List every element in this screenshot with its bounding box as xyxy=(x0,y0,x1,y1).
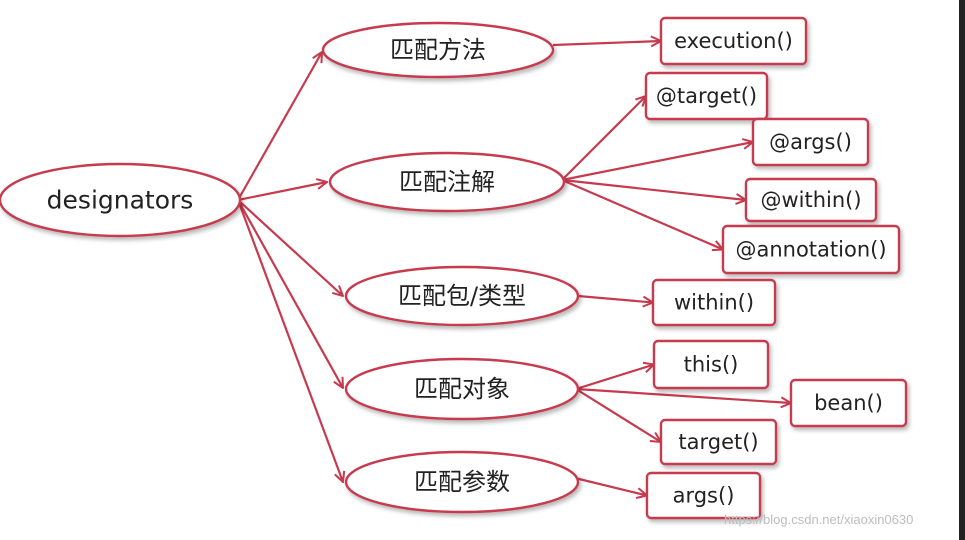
edge-root-to-category-1 xyxy=(237,52,322,201)
leaf-node-target xyxy=(659,418,778,466)
leaf-node-label-this: this() xyxy=(684,353,739,377)
leaf-node-label-within: @within() xyxy=(760,188,861,212)
category-node-label-4: 匹配对象 xyxy=(414,375,510,403)
leaf-node-target xyxy=(644,71,769,121)
edge-root-to-category-3 xyxy=(237,199,343,296)
edge-to-within xyxy=(577,294,653,303)
leaf-node-label-args: args() xyxy=(673,484,735,508)
leaf-node-label-target: @target() xyxy=(656,84,757,108)
edge-to-this xyxy=(575,365,654,391)
edge-to-target xyxy=(575,388,661,442)
leaf-node-annotation xyxy=(721,224,901,275)
leaf-node-within xyxy=(744,177,878,223)
edge-to-args xyxy=(574,476,647,496)
edge-root-to-category-2 xyxy=(237,182,327,202)
category-node-label-5: 匹配参数 xyxy=(414,468,510,496)
edge-to-execution xyxy=(552,41,661,45)
category-node-label-2: 匹配注解 xyxy=(399,168,495,196)
edge-root-to-category-4 xyxy=(237,199,343,388)
leaf-node-within xyxy=(651,278,777,327)
leaf-node-execution xyxy=(659,16,808,66)
leaf-node-this xyxy=(652,339,770,390)
category-node-label-3: 匹配包/类型 xyxy=(398,282,526,310)
edge-to-target xyxy=(561,96,646,181)
category-node-5 xyxy=(344,450,580,514)
window-edge xyxy=(959,0,965,540)
edge-to-annotation xyxy=(561,178,723,250)
edge-to-args xyxy=(561,142,753,182)
category-node-3 xyxy=(344,265,580,327)
leaf-node-bean xyxy=(789,378,908,428)
leaf-node-label-within: within() xyxy=(674,291,754,315)
category-node-4 xyxy=(344,357,580,421)
leaf-node-args xyxy=(645,471,762,520)
leaf-node-label-args: @args() xyxy=(769,130,852,154)
leaf-node-label-bean: bean() xyxy=(814,391,883,415)
category-node-1 xyxy=(321,21,555,79)
edge-to-bean xyxy=(575,387,791,403)
edge-root-to-category-5 xyxy=(236,199,343,482)
category-node-label-1: 匹配方法 xyxy=(390,36,486,64)
leaf-node-args xyxy=(751,117,870,167)
category-node-2 xyxy=(328,151,566,213)
watermark-text: https://blog.csdn.net/xiaoxin0630 xyxy=(724,512,914,527)
root-node-label: designators xyxy=(47,186,194,215)
edge-to-within xyxy=(561,178,746,200)
leaf-node-label-execution: execution() xyxy=(674,29,793,53)
leaf-node-label-target: target() xyxy=(678,430,758,454)
leaf-node-label-annotation: @annotation() xyxy=(735,238,886,262)
root-node xyxy=(0,162,242,238)
